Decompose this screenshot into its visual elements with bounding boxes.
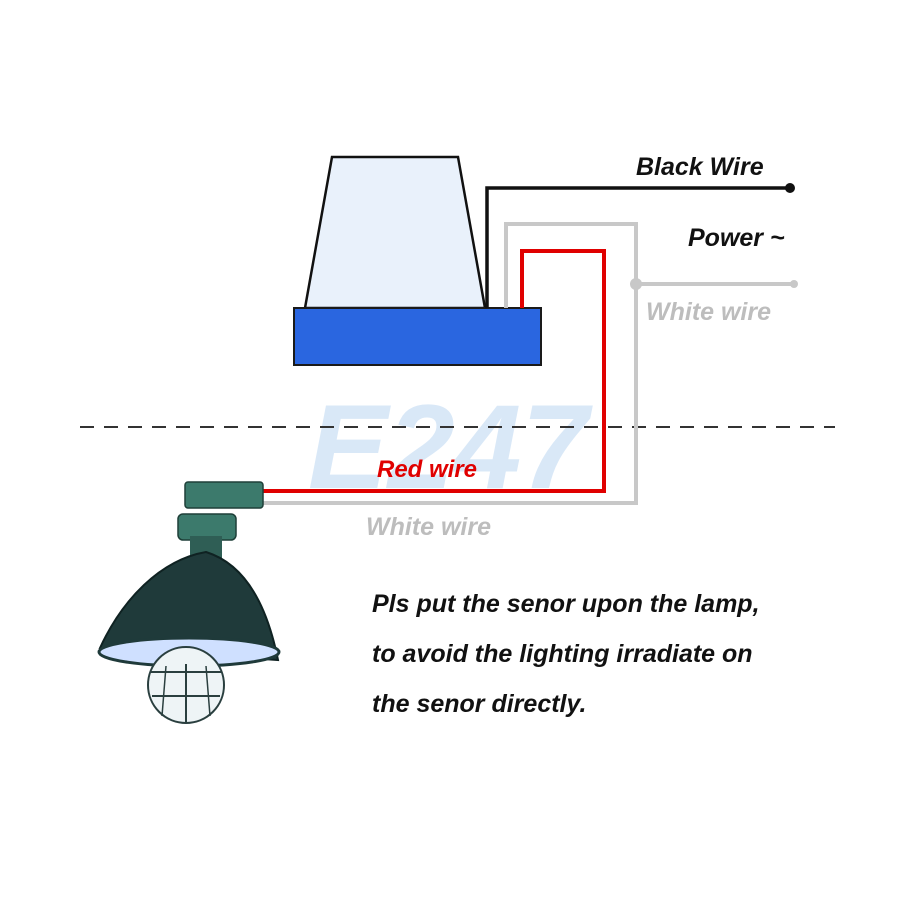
white-wire-lamp <box>262 284 638 505</box>
red-wire <box>262 249 606 493</box>
power-label: Power ~ <box>688 224 785 252</box>
sensor-base <box>293 307 542 366</box>
sensor-dome <box>303 155 487 310</box>
white-wire-top-label: White wire <box>646 298 771 326</box>
white-wire-power <box>504 222 795 308</box>
lamp-illustration <box>97 481 281 724</box>
watermark: E247 <box>308 380 594 514</box>
note-line-1: Pls put the senor upon the lamp, <box>372 590 760 618</box>
red-wire-label: Red wire <box>377 456 477 483</box>
note-line-2: to avoid the lighting irradiate on <box>372 640 753 668</box>
lamp-arm <box>184 481 264 509</box>
white-wire-bottom-label: White wire <box>366 513 491 541</box>
note-line-3: the senor directly. <box>372 690 586 718</box>
lamp-cage-bar <box>161 665 167 717</box>
black-wire <box>485 186 790 308</box>
black-wire-label: Black Wire <box>636 153 764 181</box>
black-wire-end-dot <box>785 183 795 193</box>
lamp-cage-bar <box>205 665 211 717</box>
white-wire-end-dot <box>790 280 798 288</box>
